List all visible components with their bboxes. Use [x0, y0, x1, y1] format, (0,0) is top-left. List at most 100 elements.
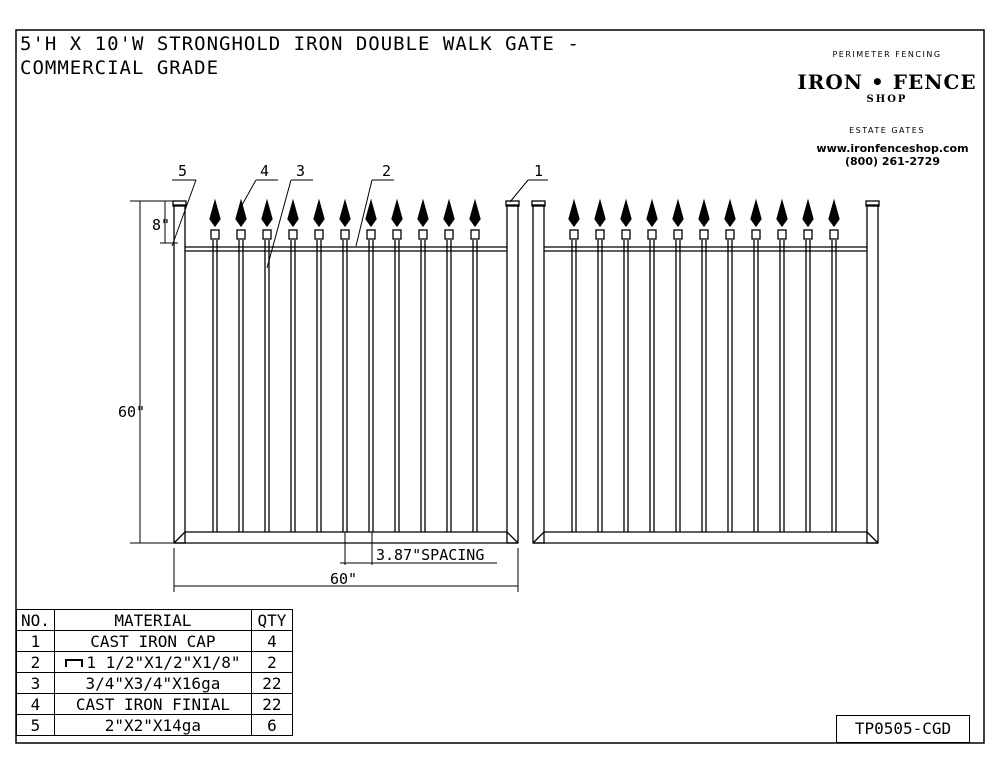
finial	[620, 198, 632, 228]
bom-qty: 22	[250, 693, 293, 715]
finial	[724, 198, 736, 228]
phone-text: (800) 261-2729	[845, 155, 940, 168]
finial	[287, 198, 299, 228]
finial-collar	[288, 229, 298, 240]
finial	[313, 198, 325, 228]
bom-no: 5	[16, 714, 55, 736]
table-row: 4 CAST IRON FINIAL 22	[16, 693, 293, 715]
bom-material: 1 1/2"X1/2"X1/8"	[86, 652, 241, 672]
bom-no: 1	[16, 630, 55, 652]
gate-post	[173, 204, 186, 544]
contact-info: www.ironfenceshop.com (800) 261-2729	[800, 142, 985, 168]
finial-collar	[418, 229, 428, 240]
finial	[365, 198, 377, 228]
finial-collar	[210, 229, 220, 240]
gate-width-dimension: 60"	[330, 570, 358, 588]
finial	[568, 198, 580, 228]
logo-arc-top-text: PERIMETER FENCING	[832, 50, 942, 59]
dimension-lines	[130, 179, 548, 592]
finial	[391, 198, 403, 228]
finial	[828, 198, 840, 228]
picket-spacing-dimension: 3.87"SPACING	[376, 546, 485, 564]
bom-qty: 2	[250, 651, 293, 673]
bom-header-no: NO.	[16, 609, 55, 631]
gate-post	[866, 204, 879, 544]
post-cap	[865, 200, 880, 207]
bom-no: 3	[16, 672, 55, 694]
logo-shop-text: SHOP	[866, 94, 908, 105]
finial-collar	[803, 229, 813, 240]
finial-collar	[751, 229, 761, 240]
finial	[776, 198, 788, 228]
bom-qty: 22	[250, 672, 293, 694]
bom-material: CAST IRON CAP	[53, 630, 252, 652]
rail-bevel	[532, 531, 545, 544]
double-gate-drawing	[172, 198, 880, 544]
logo-main-text: IRON • FENCE	[797, 70, 977, 94]
callout-2: 2	[382, 162, 392, 180]
rail-bevel	[506, 531, 519, 544]
finial	[443, 198, 455, 228]
post-cap	[531, 200, 546, 207]
iron-fence-shop-logo: PERIMETER FENCING IRON • FENCE SHOP ESTA…	[792, 30, 982, 170]
callout-4: 4	[260, 162, 270, 180]
callout-1: 1	[534, 162, 544, 180]
finial	[802, 198, 814, 228]
table-row: 5 2"X2"X14ga 6	[16, 714, 293, 736]
finial-collar	[392, 229, 402, 240]
bom-material: 3/4"X3/4"X16ga	[53, 672, 252, 694]
table-row: 2 1 1/2"X1/2"X1/8" 2	[16, 651, 293, 673]
gate-post	[532, 204, 545, 544]
finial	[417, 198, 429, 228]
finial-collar	[470, 229, 480, 240]
finial-collar	[673, 229, 683, 240]
finial-collar	[262, 229, 272, 240]
bom-no: 4	[16, 693, 55, 715]
bom-header-qty: QTY	[250, 609, 293, 631]
table-row: 1 CAST IRON CAP 4	[16, 630, 293, 652]
finial	[750, 198, 762, 228]
logo-arc-bottom-text: ESTATE GATES	[849, 126, 925, 135]
rail-bevel	[173, 531, 186, 544]
finial	[235, 198, 247, 228]
bom-header-material: MATERIAL	[53, 609, 252, 631]
finial	[261, 198, 273, 228]
finial-collar	[444, 229, 454, 240]
sheet-border	[15, 29, 985, 744]
finial-collar	[699, 229, 709, 240]
finial-collar	[829, 229, 839, 240]
finial	[594, 198, 606, 228]
finial	[646, 198, 658, 228]
bom-material: CAST IRON FINIAL	[53, 693, 252, 715]
bom-qty: 4	[250, 630, 293, 652]
post-cap	[505, 200, 520, 207]
bom-no: 2	[16, 651, 55, 673]
finial-collar	[236, 229, 246, 240]
post-cap	[172, 200, 187, 207]
bom-header-row: NO. MATERIAL QTY	[16, 609, 293, 631]
finial-collar	[725, 229, 735, 240]
gate-post	[506, 204, 519, 544]
bom-material: 2"X2"X14ga	[53, 714, 252, 736]
gate-height-dimension: 60"	[118, 403, 146, 421]
finial	[209, 198, 221, 228]
finial	[339, 198, 351, 228]
finial	[672, 198, 684, 228]
finial	[698, 198, 710, 228]
finial-collar	[569, 229, 579, 240]
finial-height-dimension: 8"	[152, 216, 171, 234]
rail-bevel	[866, 531, 879, 544]
part-code-box: TP0505-CGD	[836, 715, 970, 743]
finial-collar	[621, 229, 631, 240]
bom-material-cell: 1 1/2"X1/2"X1/8"	[53, 651, 252, 673]
finial-collar	[314, 229, 324, 240]
finial-collar	[647, 229, 657, 240]
finial-collar	[366, 229, 376, 240]
website-text: www.ironfenceshop.com	[816, 142, 969, 155]
bill-of-materials-table: NO. MATERIAL QTY 1 CAST IRON CAP 4 2 1 1…	[16, 609, 293, 736]
channel-icon	[65, 658, 84, 667]
finial-collar	[595, 229, 605, 240]
finial-collar	[340, 229, 350, 240]
callout-3: 3	[296, 162, 306, 180]
